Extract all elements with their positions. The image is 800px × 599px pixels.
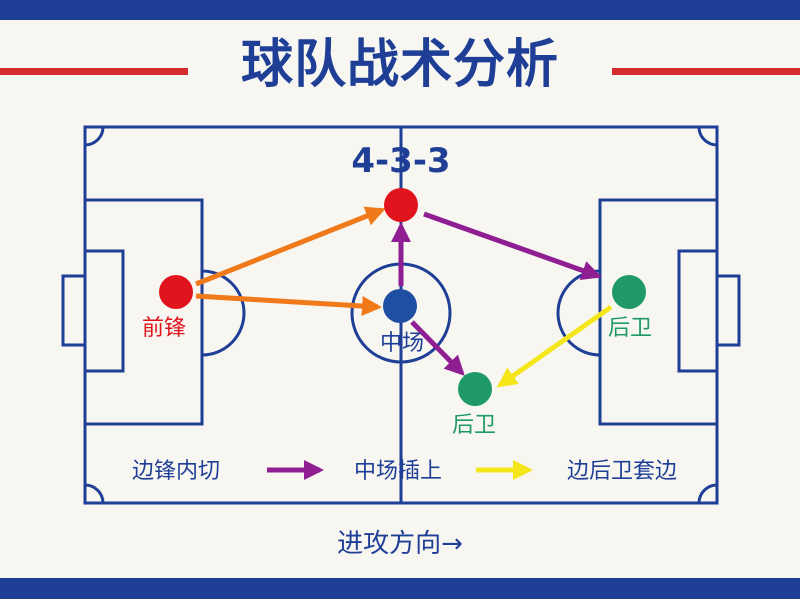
player-midfielder [383,289,417,323]
arrow-fullback-overlap [496,304,613,388]
arrow-winger-to-striker [195,206,386,287]
legend-label-midfield-run: 中场插上 [354,459,442,484]
pitch-lines [61,125,741,505]
title-rule-right [612,68,800,75]
player-label-midfielder: 中场 [380,331,424,356]
corner-arc-top-right [697,126,718,147]
top-band [0,0,800,20]
formation-label: 4-3-3 [351,141,450,181]
attack-direction-label: 进攻方向→ [337,529,463,559]
right-penalty-area [598,198,719,426]
page-title: 球队战术分析 [240,35,559,95]
right-goal-area [677,249,719,373]
title-rule-left [0,68,188,75]
player-fullback-center [458,372,492,406]
corner-arc-bottom-right [697,483,718,504]
corner-arc-bottom-left [84,483,105,504]
legend-label-winger-cut: 边锋内切 [132,459,220,484]
left-penalty-arc [201,269,246,357]
arrow-winger-to-midfield [195,293,382,317]
left-penalty-area [83,198,204,426]
player-striker [384,188,418,222]
player-label-winger: 前锋 [142,316,186,341]
left-goal-area [83,249,125,373]
player-label-fullback-right: 后卫 [608,316,652,341]
corner-arc-top-left [84,126,105,147]
arrow-striker-to-right [423,211,602,281]
player-fullback-right [612,275,646,309]
legend-label-fullback-overlap: 边后卫套边 [567,459,677,484]
left-goal [61,274,87,347]
arrow-midfield-to-fullback [410,320,465,376]
right-goal [715,274,741,347]
player-winger [159,275,193,309]
player-label-fullback-center: 后卫 [452,413,496,438]
bottom-band [0,578,800,599]
